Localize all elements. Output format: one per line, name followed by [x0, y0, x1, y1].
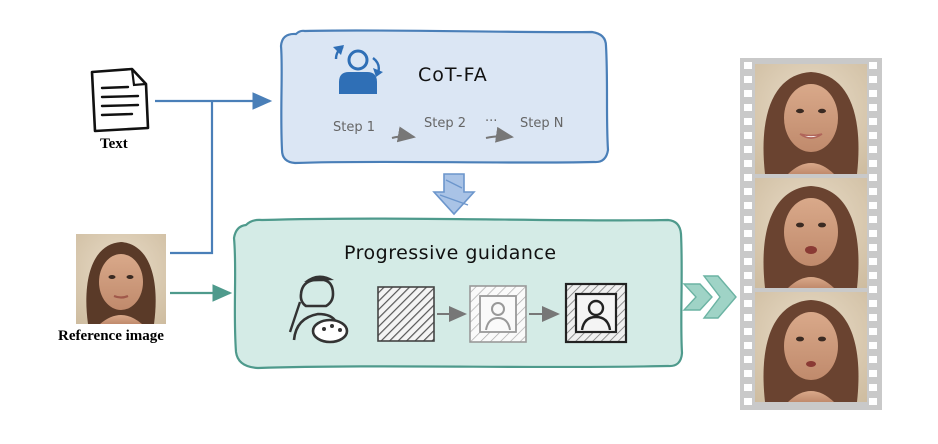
- input-connectors: [155, 92, 273, 302]
- film-hole: [869, 202, 877, 209]
- film-hole: [869, 300, 877, 307]
- person-refresh-icon: [333, 45, 383, 94]
- artist-icon: [288, 275, 349, 344]
- film-hole: [744, 104, 752, 111]
- film-hole: [869, 76, 877, 83]
- output-arrow: [682, 275, 737, 319]
- film-hole: [869, 216, 877, 223]
- down-arrow: [432, 173, 476, 216]
- film-hole: [744, 356, 752, 363]
- film-hole: [744, 62, 752, 69]
- film-hole: [744, 160, 752, 167]
- step-n-label: Step N: [520, 116, 564, 131]
- film-hole: [869, 342, 877, 349]
- film-hole: [869, 398, 877, 405]
- output-frame-3: [755, 292, 867, 402]
- film-holes: [744, 62, 877, 405]
- cot-fa-box: [279, 29, 610, 165]
- film-hole: [869, 62, 877, 69]
- film-hole: [869, 328, 877, 335]
- film-hole: [869, 146, 877, 153]
- text-label: Text: [100, 136, 128, 152]
- film-hole: [869, 384, 877, 391]
- film-hole: [744, 370, 752, 377]
- document-icon: [90, 67, 150, 133]
- film-hole: [869, 132, 877, 139]
- film-hole: [869, 356, 877, 363]
- portrait-square: [564, 282, 628, 344]
- film-hole: [869, 244, 877, 251]
- film-hole: [869, 272, 877, 279]
- film-hole: [744, 76, 752, 83]
- film-hole: [869, 188, 877, 195]
- film-hole: [744, 314, 752, 321]
- output-frame-2: [755, 178, 867, 288]
- film-hole: [744, 258, 752, 265]
- step-ellipsis: ···: [485, 114, 498, 129]
- film-hole: [869, 286, 877, 293]
- film-hole: [744, 300, 752, 307]
- film-hole: [869, 104, 877, 111]
- partial-portrait-square: [469, 285, 527, 343]
- noise-square: [377, 286, 435, 342]
- film-hole: [744, 384, 752, 391]
- film-hole: [744, 342, 752, 349]
- output-frame-1: [755, 64, 867, 174]
- film-hole: [744, 286, 752, 293]
- step-arrows: [391, 126, 514, 143]
- film-hole: [744, 230, 752, 237]
- film-hole: [869, 118, 877, 125]
- film-hole: [869, 174, 877, 181]
- film-hole: [869, 314, 877, 321]
- film-hole: [744, 188, 752, 195]
- film-hole: [744, 90, 752, 97]
- film-hole: [869, 230, 877, 237]
- step-1-label: Step 1: [333, 120, 376, 135]
- film-hole: [869, 160, 877, 167]
- film-hole: [744, 216, 752, 223]
- film-hole: [869, 258, 877, 265]
- step-2-label: Step 2: [424, 116, 467, 131]
- film-hole: [744, 202, 752, 209]
- film-hole: [744, 328, 752, 335]
- film-hole: [744, 118, 752, 125]
- film-hole: [869, 370, 877, 377]
- film-hole: [744, 398, 752, 405]
- film-hole: [744, 272, 752, 279]
- cot-fa-title: CoT-FA: [418, 64, 488, 86]
- film-hole: [744, 244, 752, 251]
- film-hole: [744, 132, 752, 139]
- film-hole: [744, 174, 752, 181]
- progressive-guidance-title: Progressive guidance: [344, 242, 557, 264]
- reference-image: [76, 234, 166, 324]
- reference-image-label: Reference image: [58, 328, 164, 344]
- film-hole: [869, 90, 877, 97]
- film-hole: [744, 146, 752, 153]
